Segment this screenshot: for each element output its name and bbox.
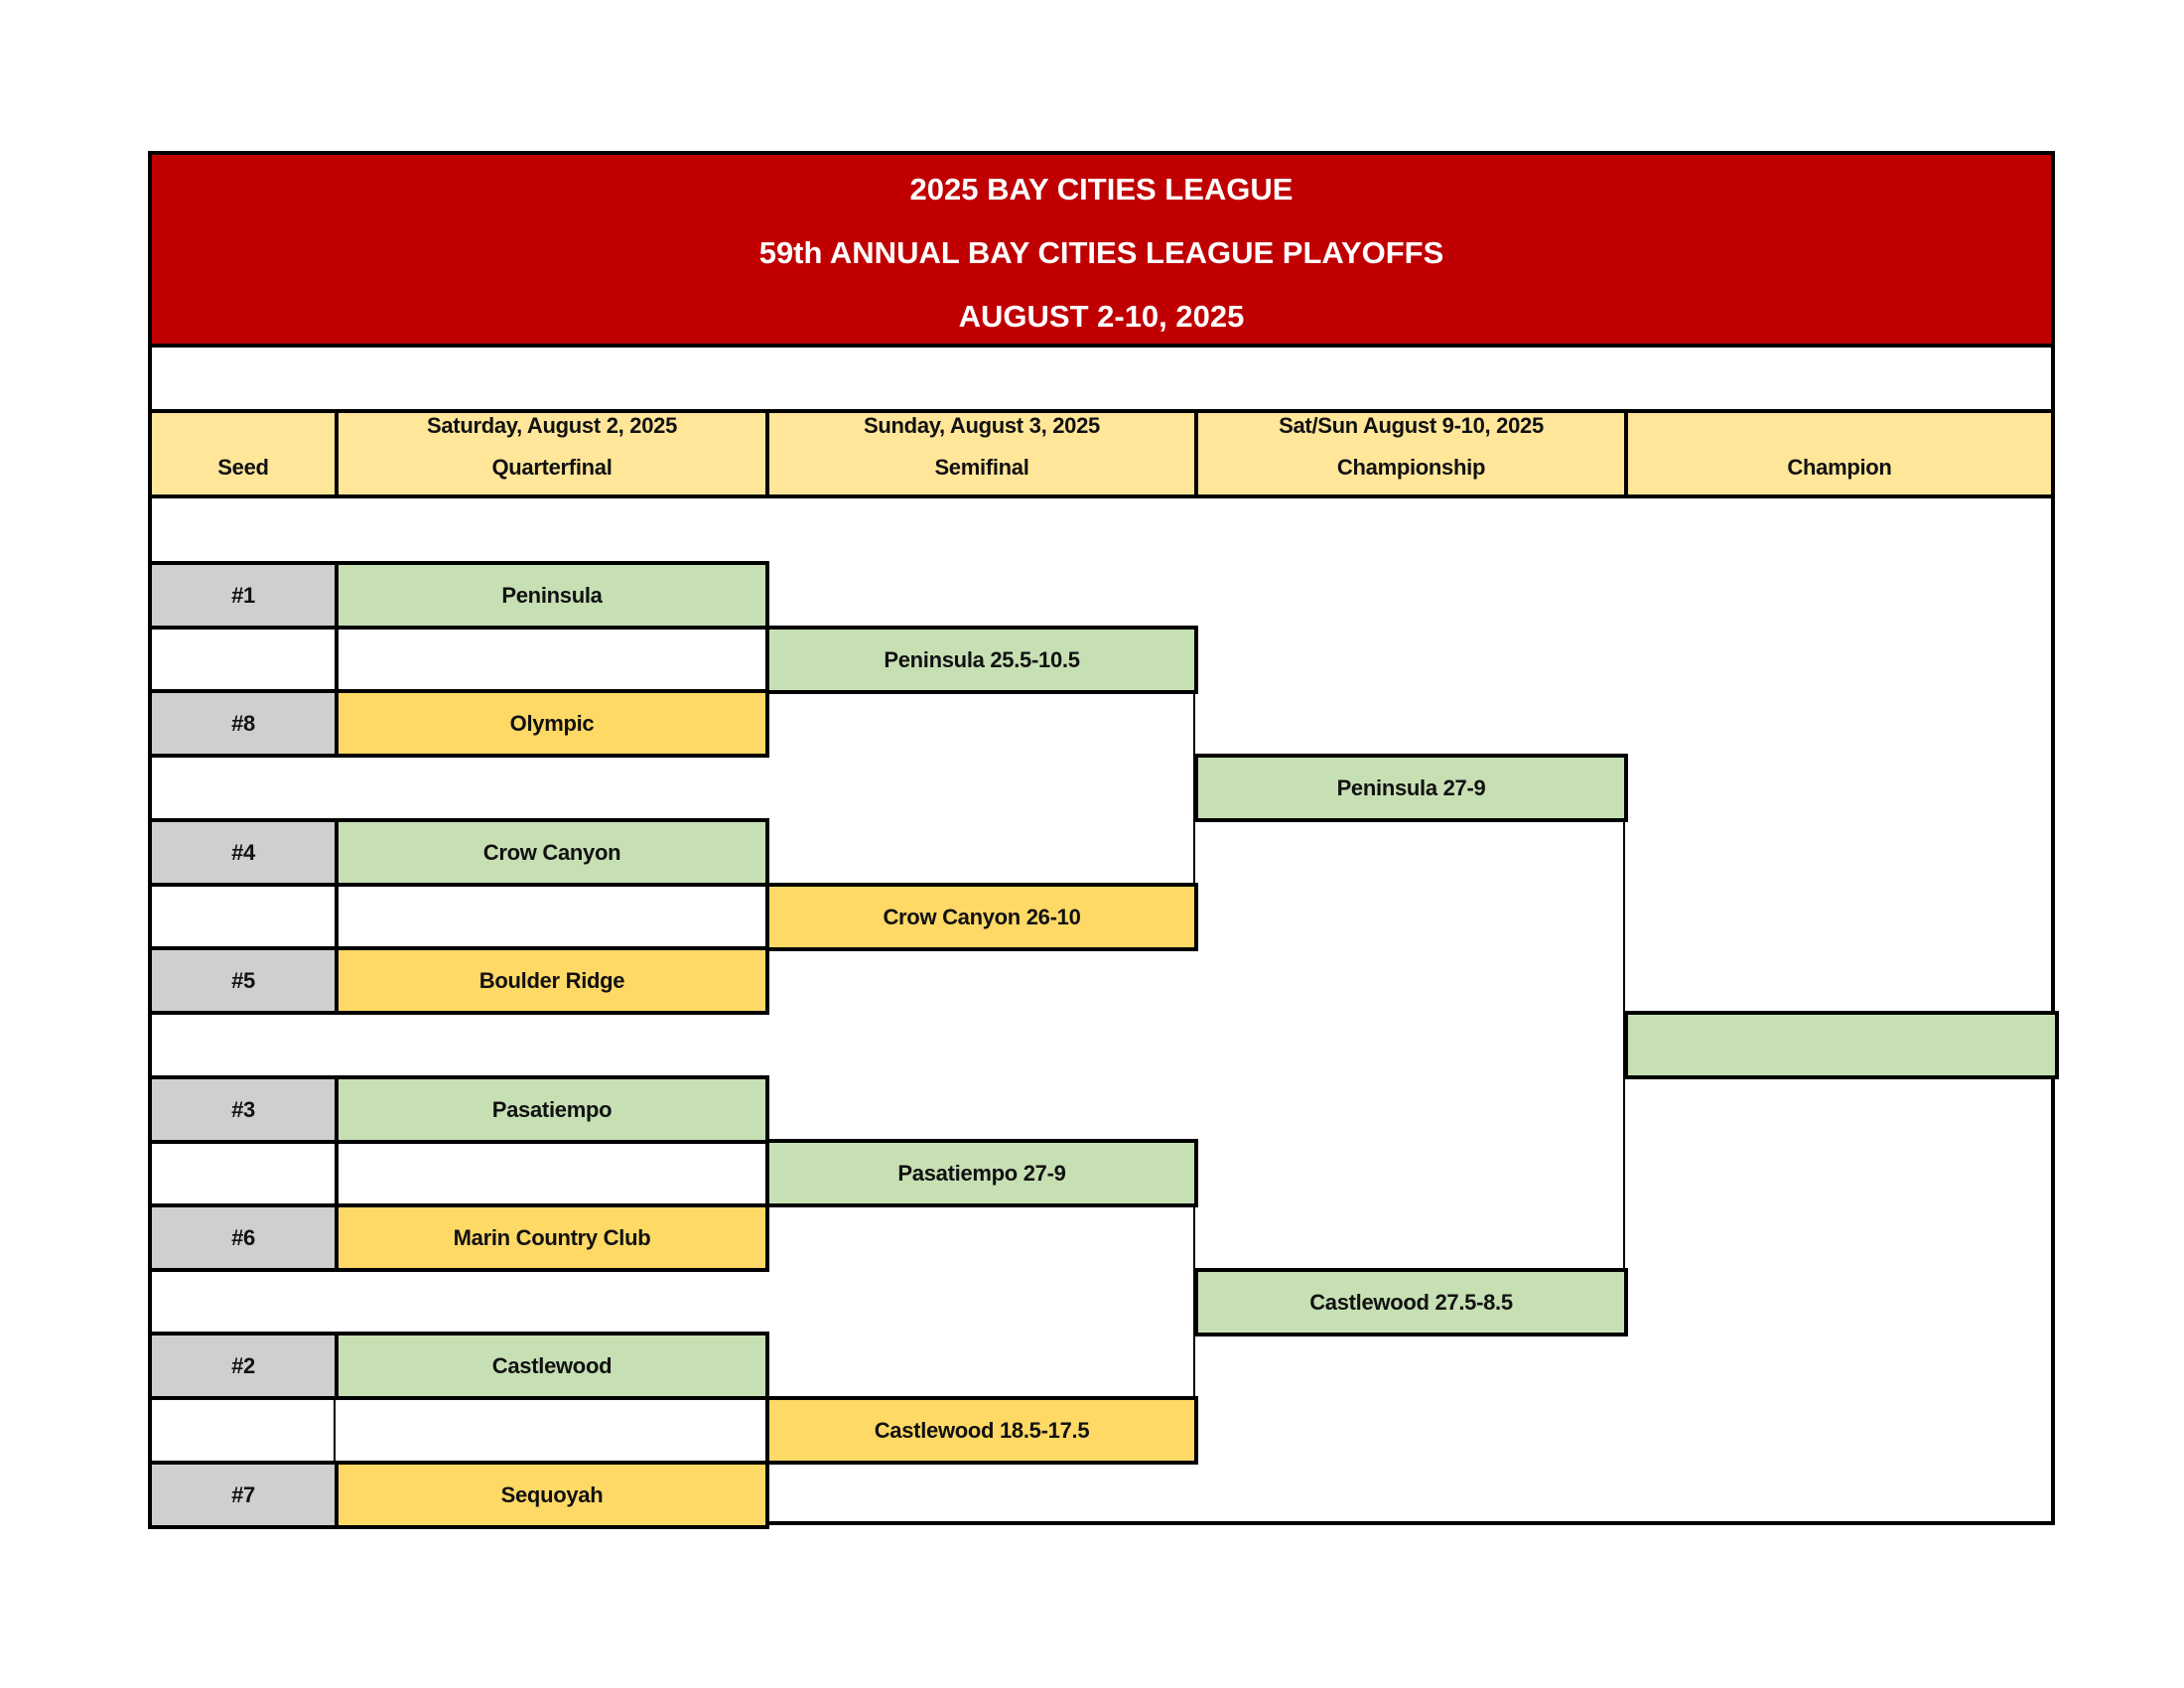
header-champion: Champion: [1624, 409, 2055, 498]
semifinal-result: Pasatiempo 27-9: [765, 1139, 1198, 1207]
seed-cell: #3: [148, 1075, 339, 1144]
semifinal-date: Sunday, August 3, 2025: [864, 413, 1100, 438]
seed-cell: #4: [148, 818, 339, 887]
championship-result: Peninsula 27-9: [1194, 754, 1628, 822]
semifinal-result: Peninsula 25.5-10.5: [765, 626, 1198, 694]
quarterfinal-label: Quarterfinal: [491, 455, 613, 480]
spacer-cell: [148, 883, 339, 951]
seed-cell: #6: [148, 1203, 339, 1272]
dates-title: AUGUST 2-10, 2025: [958, 299, 1245, 334]
semifinal-result: Castlewood 18.5-17.5: [765, 1396, 1198, 1465]
spacer-cell: [148, 626, 339, 694]
quarterfinal-team: Pasatiempo: [335, 1075, 769, 1144]
quarterfinal-team: Peninsula: [335, 561, 769, 630]
seed-cell: #8: [148, 689, 339, 758]
spacer-cell: [148, 1139, 339, 1207]
champion-cell: [1624, 1011, 2059, 1079]
semifinal-result: Crow Canyon 26-10: [765, 883, 1198, 951]
quarterfinal-team: Sequoyah: [335, 1461, 769, 1529]
seed-cell: #1: [148, 561, 339, 630]
quarterfinal-team: Olympic: [335, 689, 769, 758]
quarterfinal-date: Saturday, August 2, 2025: [427, 413, 677, 438]
quarterfinal-team: Crow Canyon: [335, 818, 769, 887]
seed-cell: #5: [148, 946, 339, 1015]
seed-cell: #7: [148, 1461, 339, 1529]
quarterfinal-team: Marin Country Club: [335, 1203, 769, 1272]
quarterfinal-team: Boulder Ridge: [335, 946, 769, 1015]
quarterfinal-team: Castlewood: [335, 1332, 769, 1400]
seed-cell: #2: [148, 1332, 339, 1400]
championship-label: Championship: [1336, 455, 1486, 480]
championship-result: Castlewood 27.5-8.5: [1194, 1268, 1628, 1336]
header-seed: Seed: [148, 409, 339, 498]
playoffs-title: 59th ANNUAL BAY CITIES LEAGUE PLAYOFFS: [758, 235, 1444, 270]
league-title: 2025 BAY CITIES LEAGUE: [909, 172, 1294, 207]
title-banner: 2025 BAY CITIES LEAGUE 59th ANNUAL BAY C…: [148, 151, 2055, 348]
divider-line: [334, 1396, 336, 1461]
champion-label: Champion: [1787, 455, 1892, 480]
semifinal-label: Semifinal: [934, 455, 1029, 480]
header-seed-label: Seed: [217, 455, 269, 480]
championship-date: Sat/Sun August 9-10, 2025: [1279, 413, 1544, 438]
